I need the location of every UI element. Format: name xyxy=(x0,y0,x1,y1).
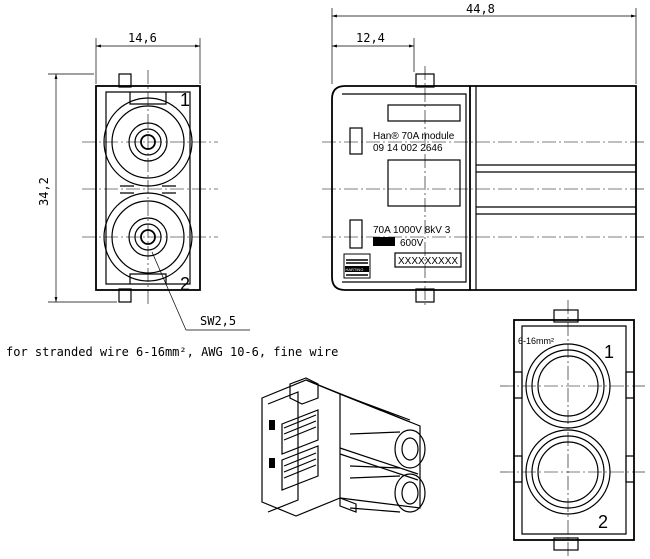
back-contact-number-1: 1 xyxy=(604,342,614,362)
harting-logo: HARTING xyxy=(343,253,371,279)
back-contact-number-2: 2 xyxy=(598,512,608,532)
wrench-size-label: SW2,5 xyxy=(200,314,236,328)
side-view: Han® 70A module 09 14 002 2646 70A 1000V… xyxy=(322,66,645,306)
front-view: 1 2 xyxy=(82,70,218,306)
isometric-view xyxy=(261,377,426,517)
contact-number-1: 1 xyxy=(180,90,190,110)
rating-line1-label: 70A 1000V 8kV 3 xyxy=(373,225,451,236)
rating-line2-label: 600V xyxy=(400,238,424,249)
dimension-width: 14,6 xyxy=(95,31,201,84)
dimension-height-label: 34,2 xyxy=(37,177,51,206)
wrench-size-callout: SW2,5 xyxy=(151,251,250,331)
dimension-offset: 12,4 xyxy=(332,31,415,72)
ul-mark-icon xyxy=(373,237,395,246)
serial-label: XXXXXXXXX xyxy=(398,256,458,267)
module-name-label: Han® 70A module xyxy=(373,131,455,142)
dimension-height: 34,2 xyxy=(37,73,117,303)
dimension-offset-label: 12,4 xyxy=(356,31,385,45)
back-view: 6-16mm² 1 2 xyxy=(500,300,645,556)
contact-number-2: 2 xyxy=(180,274,190,294)
wire-spec-note: for stranded wire 6-16mm², AWG 10-6, fin… xyxy=(6,345,338,359)
back-wire-size-label: 6-16mm² xyxy=(518,336,554,346)
brand-label: HARTING xyxy=(346,267,364,272)
part-number-label: 09 14 002 2646 xyxy=(373,143,443,154)
dimension-total-length-label: 44,8 xyxy=(466,2,495,16)
dimension-width-label: 14,6 xyxy=(128,31,157,45)
